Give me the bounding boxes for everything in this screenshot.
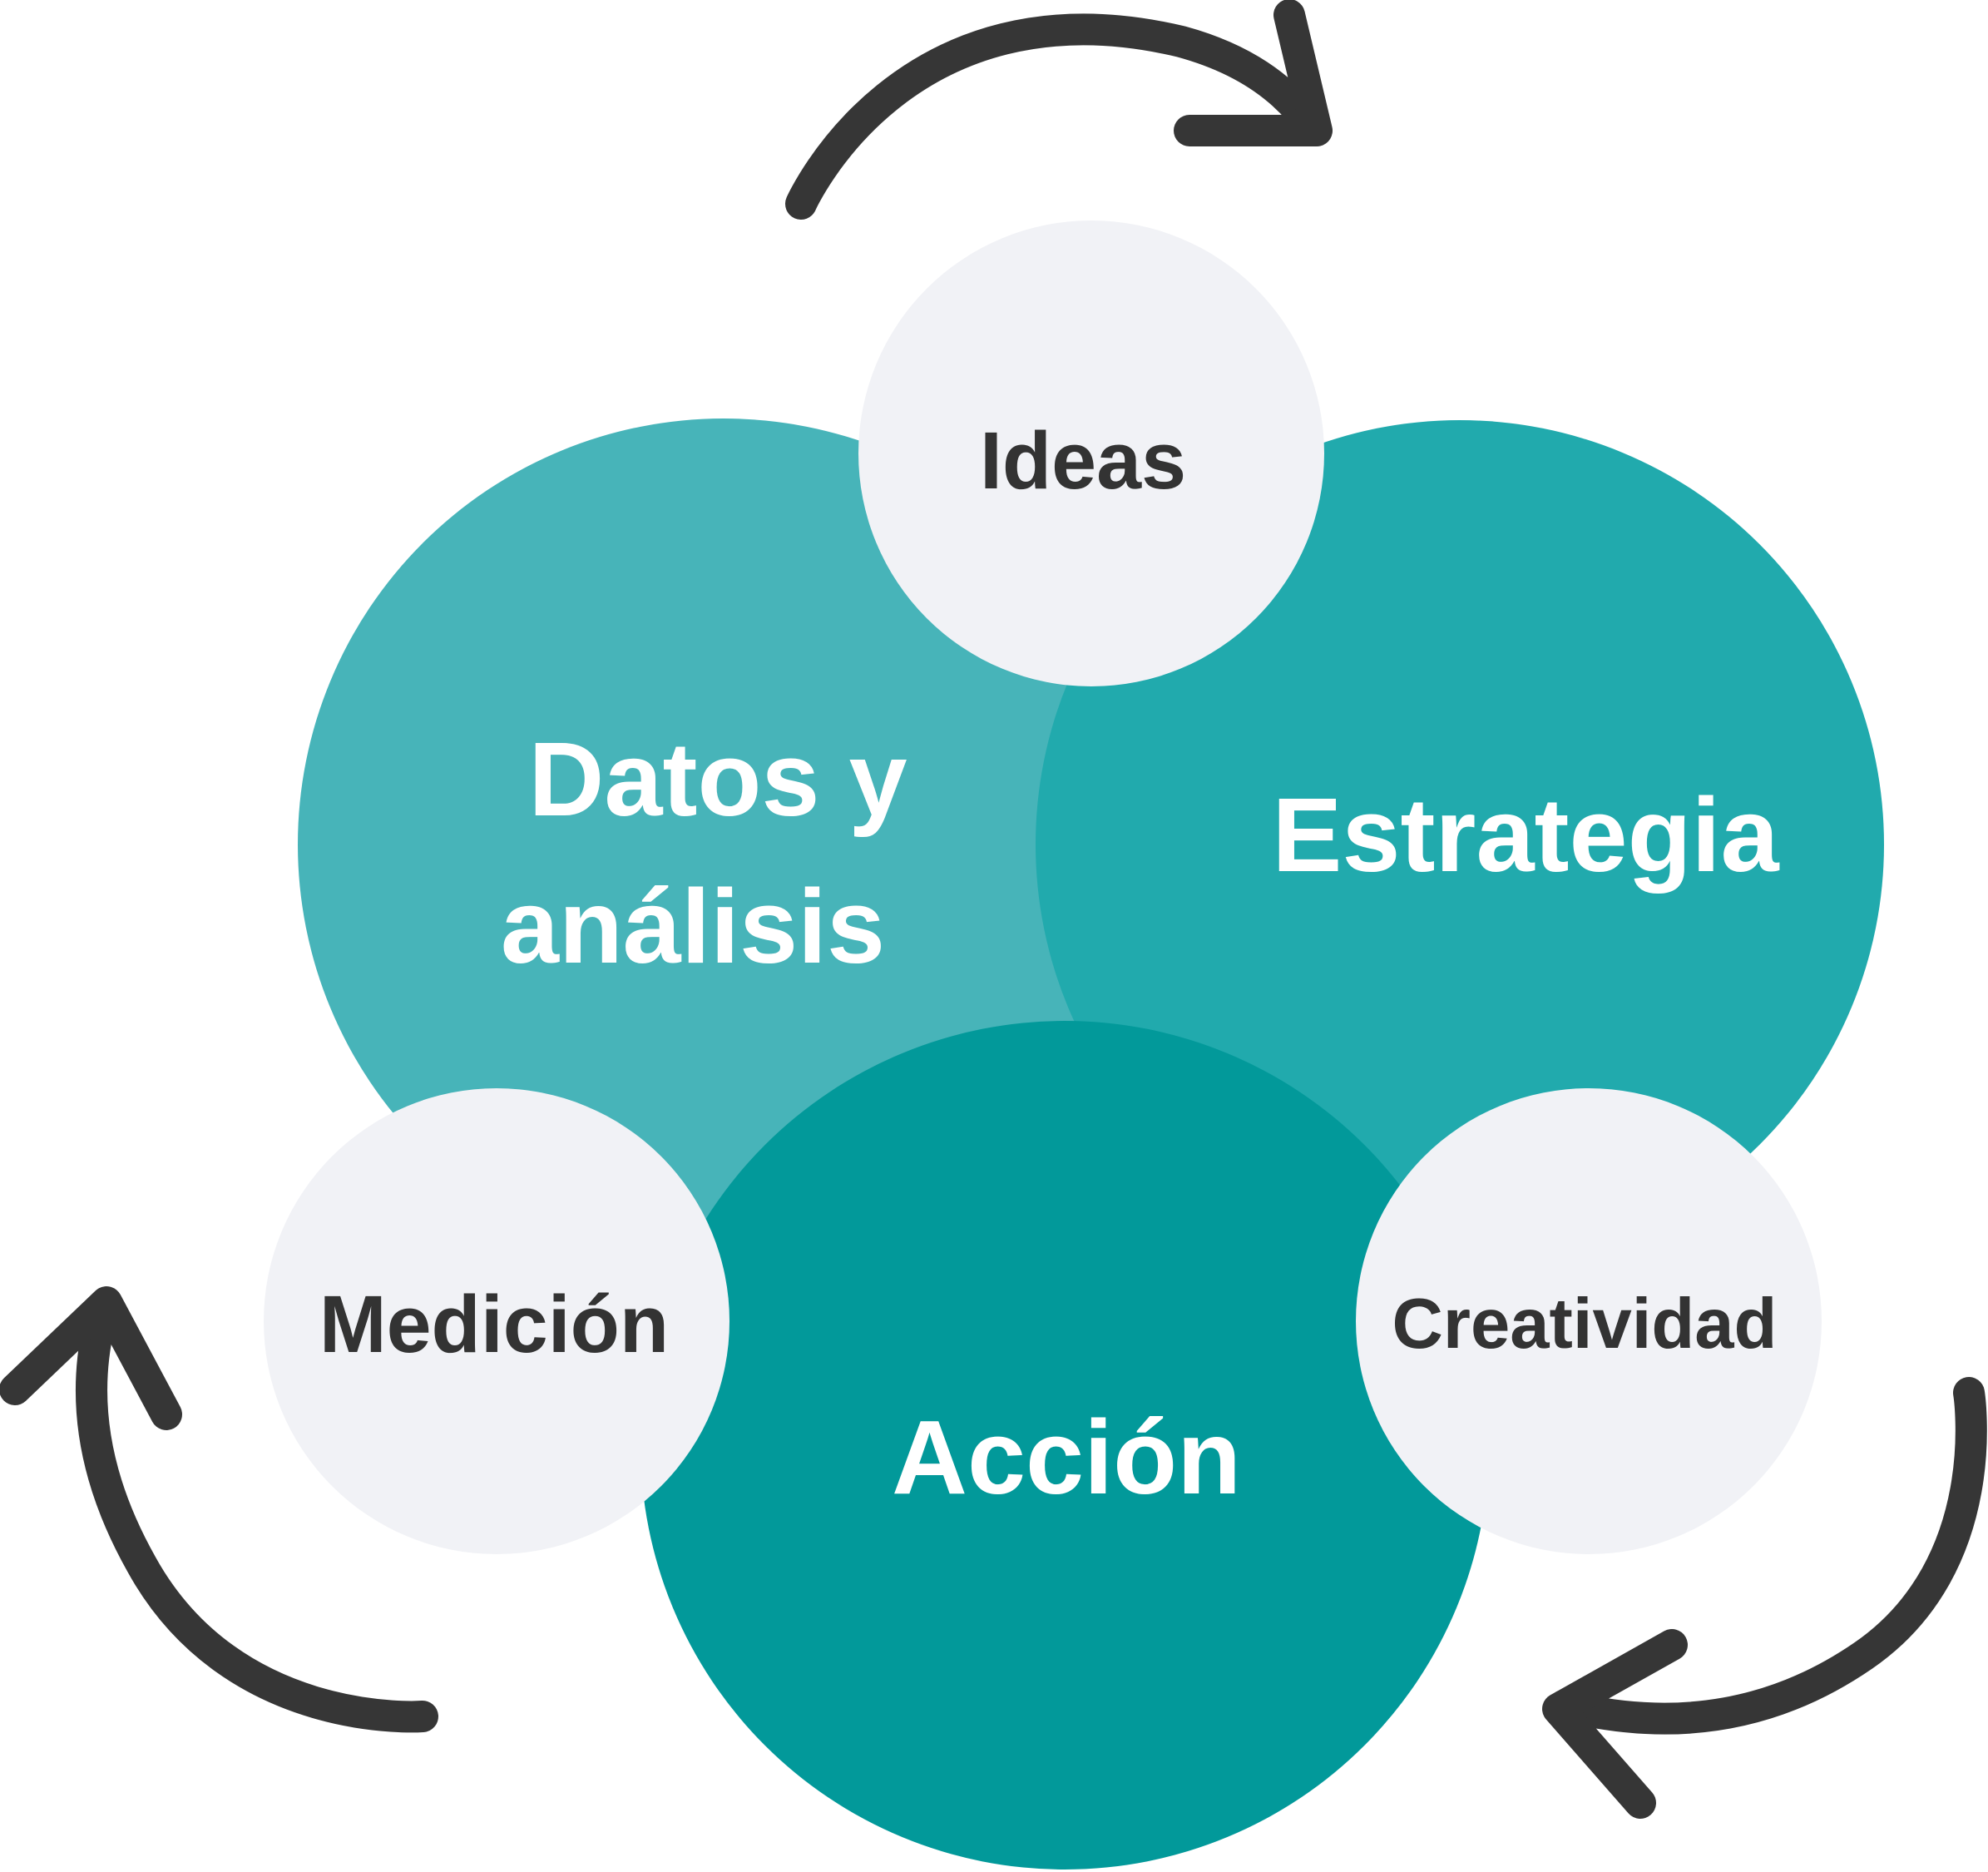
cycle-arrows: [0, 0, 1987, 1819]
ideas-label: Ideas: [980, 415, 1186, 506]
ideas-circle: [858, 220, 1324, 686]
estrategia-label: Estrategia: [1272, 776, 1779, 894]
cycle-arrow-icon-top: [785, 0, 1333, 220]
datos-label-line2: análisis: [501, 868, 885, 985]
estrategia-circle: [1036, 420, 1884, 1269]
accion-label: Acción: [892, 1399, 1241, 1516]
cycle-arrow-icon-right: [1542, 1377, 1987, 1819]
medicion-label: Medición: [319, 1279, 669, 1369]
datos-label-line1: Datos y: [528, 721, 907, 838]
creatividad-label: Creatividad: [1392, 1285, 1778, 1364]
creatividad-circle: [1356, 1088, 1822, 1554]
accion-circle: [640, 1021, 1489, 1870]
cycle-arrow-icon-left: [0, 1286, 438, 1733]
medicion-circle: [264, 1088, 729, 1554]
